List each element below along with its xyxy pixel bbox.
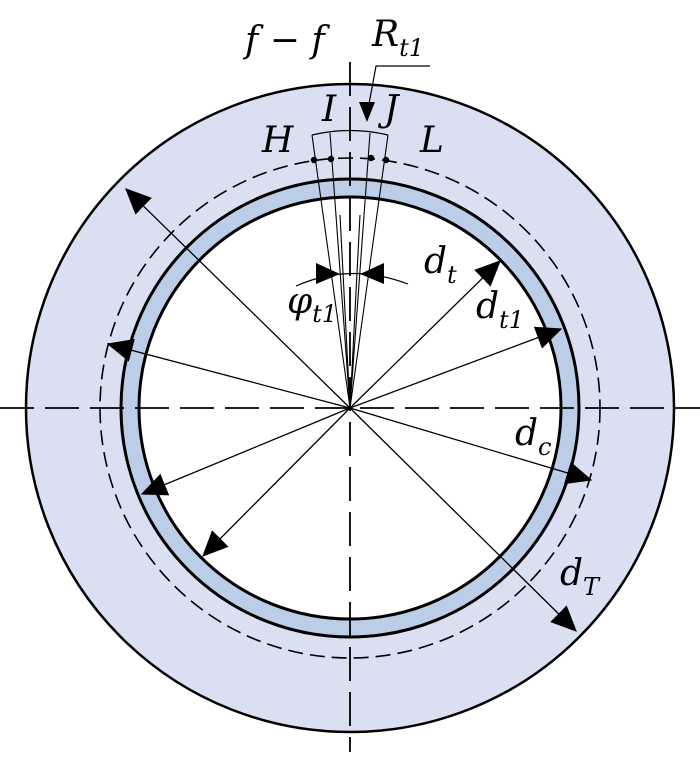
label-l: L (419, 120, 444, 161)
fan-line-i (329, 132, 351, 409)
point-l (382, 156, 390, 164)
leader-dc-right (349, 407, 593, 485)
point-i (327, 155, 335, 163)
leader-dc-left (106, 339, 351, 409)
label-dT: dT (560, 553, 601, 601)
leader-dT-lower (349, 407, 577, 632)
leader-dt1-right (349, 326, 563, 409)
label-dt: dt (424, 241, 457, 289)
point-h (310, 156, 318, 164)
leader-dT-upper (125, 188, 351, 409)
angle-arc-phi (295, 272, 409, 287)
label-h: H (261, 120, 294, 161)
fan-line-j (349, 132, 371, 409)
leader-rt1 (368, 65, 430, 105)
label-rt1: Rt1 (371, 14, 424, 62)
label-dc: dc (515, 413, 552, 461)
angle-arrow-left (316, 263, 340, 284)
point-j (367, 154, 375, 162)
leader-dt-right (349, 260, 501, 409)
label-i: I (321, 89, 337, 130)
leader-dt-left (202, 407, 351, 557)
fan-line-mid-right (349, 214, 361, 409)
leader-dt1-left (140, 407, 351, 496)
hole-arc (311, 129, 389, 136)
label-phi-t1: φt1 (287, 281, 337, 328)
arrow-rt1 (359, 102, 375, 122)
angle-arrow-right (360, 263, 384, 284)
label-dt1: dt1 (476, 286, 524, 334)
fan-line-mid-left (339, 214, 351, 409)
section-title: f − f (242, 20, 330, 61)
